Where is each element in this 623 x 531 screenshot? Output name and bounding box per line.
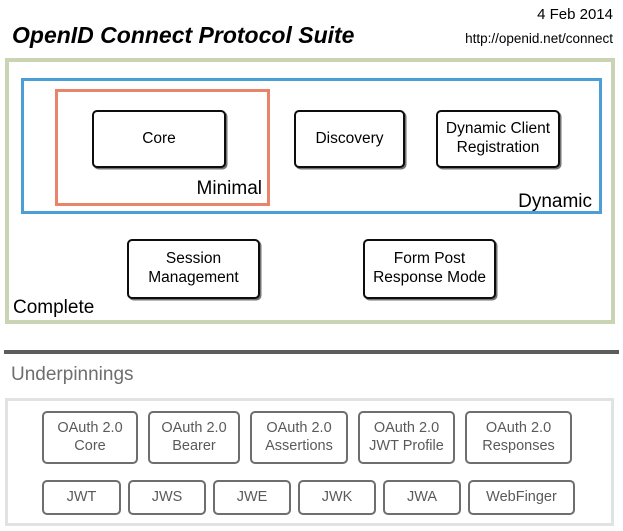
underpinning-jwt: JWT xyxy=(42,480,121,515)
underpinning-jwa: JWA xyxy=(383,480,461,515)
section-divider xyxy=(4,350,619,354)
page-title: OpenID Connect Protocol Suite xyxy=(12,22,355,48)
underpinning-jwk: JWK xyxy=(298,480,376,515)
header-date: 4 Feb 2014 xyxy=(537,6,613,23)
spec-box-form-post-response-mode: Form Post Response Mode xyxy=(363,239,496,299)
header-url: http://openid.net/connect xyxy=(465,31,613,46)
spec-box-dynamic-client-registration: Dynamic Client Registration xyxy=(436,110,560,168)
underpinning-oauth2-responses: OAuth 2.0 Responses xyxy=(465,411,572,464)
minimal-group-label: Minimal xyxy=(196,178,262,199)
spec-box-session-management: Session Management xyxy=(127,239,260,299)
dynamic-group-label: Dynamic xyxy=(518,191,592,212)
underpinning-jwe: JWE xyxy=(213,480,291,515)
underpinnings-title: Underpinnings xyxy=(11,364,134,385)
spec-box-discovery: Discovery xyxy=(294,110,405,168)
underpinning-jws: JWS xyxy=(128,480,206,515)
spec-box-core: Core xyxy=(92,110,226,168)
underpinning-oauth2-bearer: OAuth 2.0 Bearer xyxy=(148,411,240,464)
underpinning-oauth2-core: OAuth 2.0 Core xyxy=(42,411,138,464)
underpinning-oauth2-jwt-profile: OAuth 2.0 JWT Profile xyxy=(358,411,455,464)
underpinning-oauth2-assertions: OAuth 2.0 Assertions xyxy=(250,411,348,464)
underpinning-webfinger: WebFinger xyxy=(468,480,575,515)
complete-group-label: Complete xyxy=(13,297,95,318)
